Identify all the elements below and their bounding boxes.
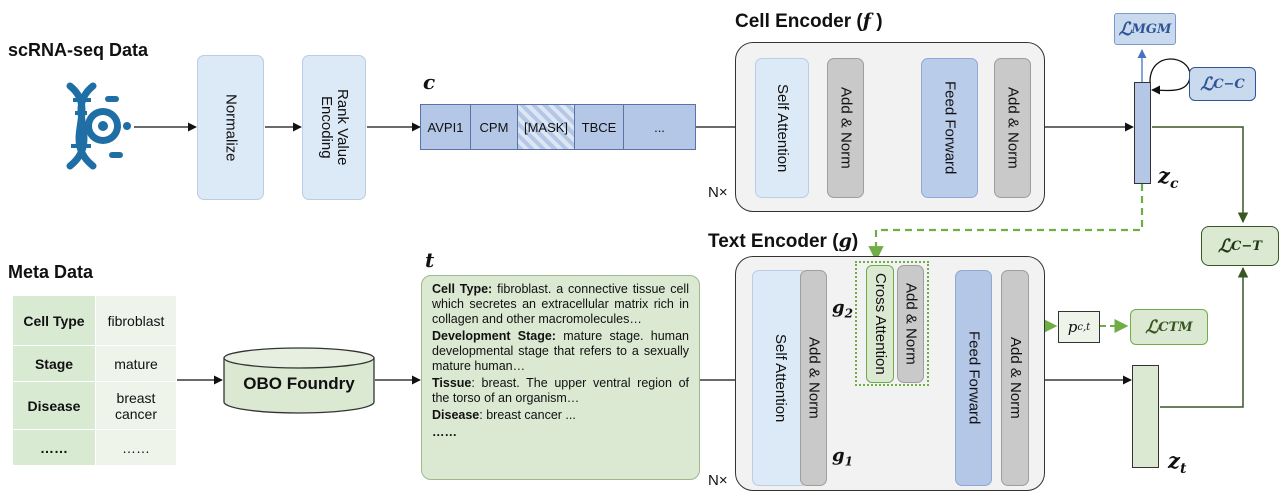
text-tissue-key: Tissue: [432, 376, 472, 390]
cell-encoder-repeat: N×: [708, 184, 728, 201]
cell-add-norm-2: Add & Norm: [994, 58, 1031, 198]
cell-encoder-title: Cell Encoder (f ): [735, 10, 883, 33]
cell-feed-forward-label: Feed Forward: [941, 81, 959, 175]
text-tissue-val: : breast. The upper ventral region of th…: [432, 376, 689, 405]
meta-val-cell-type: fibroblast: [95, 295, 177, 346]
loss-ct-symbol: ℒ: [1218, 235, 1232, 257]
cross-attention-group: [855, 261, 929, 386]
meta-table: Cell Type fibroblast Stage mature Diseas…: [12, 295, 177, 466]
text-cross-attention: Cross Attention: [866, 265, 894, 383]
text-encoder-repeat: N×: [708, 472, 728, 489]
text-add-norm-1: Add & Norm: [800, 270, 827, 486]
scrna-title: scRNA-seq Data: [8, 40, 149, 60]
loss-ctm-symbol: ℒ: [1145, 316, 1159, 338]
text-add-norm-1-label: Add & Norm: [805, 337, 823, 419]
text-description: Cell Type: fibroblast. a connective tiss…: [421, 275, 700, 480]
cell-encoder-title-end: ): [876, 11, 883, 32]
text-dev-val: mature stage. human developmental stage …: [432, 329, 689, 373]
text-label: t: [425, 248, 435, 272]
dashed-zc-to-cross: [868, 184, 1144, 262]
rank-encoding-label: Rank Value Encoding: [318, 89, 351, 166]
text-feed-forward-label: Feed Forward: [965, 331, 983, 425]
loss-ct-sub: C−T: [1231, 238, 1262, 254]
text-disease-key: Disease: [432, 408, 480, 422]
text-encoder-title-end: ): [851, 231, 859, 252]
meta-key-more: ……: [12, 429, 96, 466]
token-cpm: CPM: [471, 105, 518, 149]
normalize-label: Normalize: [222, 93, 240, 162]
text-cell-type-val: fibroblast. a connective tissue cell whi…: [432, 282, 689, 326]
text-add-norm-2-label: Add & Norm: [902, 283, 920, 365]
cell-feed-forward: Feed Forward: [921, 58, 978, 198]
cell-encoder-symbol: f: [862, 10, 871, 32]
rank-encoding-block: Rank Value Encoding: [302, 55, 366, 200]
text-add-norm-3: Add & Norm: [1001, 270, 1029, 486]
token-avpi1: AVPI1: [421, 105, 471, 149]
text-cell-type-key: Cell Type:: [432, 282, 493, 296]
token-ellipsis: ...: [624, 105, 695, 149]
token-mask: [MASK]: [518, 105, 575, 149]
cell-self-attention: Self Attention: [755, 58, 809, 198]
loss-cc-symbol: ℒ: [1200, 73, 1214, 95]
p-ct-sub: c,t: [1077, 321, 1091, 333]
cell-encoder-title-text: Cell Encoder (: [735, 11, 863, 32]
cell-self-attention-label: Self Attention: [773, 83, 791, 173]
text-self-attention: Self Attention: [752, 270, 808, 486]
meta-key-cell-type: Cell Type: [12, 295, 96, 346]
zc-embedding: [1134, 82, 1151, 184]
text-dev-key: Development Stage:: [432, 329, 556, 343]
g1-main: g: [832, 445, 845, 466]
text-ellipsis: ……: [432, 425, 457, 439]
cell-add-norm-1-label: Add & Norm: [837, 87, 855, 169]
g2-sub: 2: [844, 306, 853, 321]
meta-val-disease: breast cancer: [95, 381, 177, 430]
normalize-block: Normalize: [197, 55, 264, 200]
p-ct-main: p: [1067, 318, 1078, 336]
text-disease-val: : breast cancer ...: [479, 408, 576, 422]
zt-main: z: [1168, 448, 1180, 473]
zc-main: z: [1158, 163, 1170, 188]
dna-icon: [66, 82, 131, 170]
meta-key-stage: Stage: [12, 345, 96, 382]
cell-add-norm-1: Add & Norm: [827, 58, 864, 198]
text-add-norm-2: Add & Norm: [897, 265, 924, 383]
text-feed-forward: Feed Forward: [955, 270, 992, 486]
text-encoder-title: Text Encoder (g): [708, 230, 858, 253]
obo-foundry-database: [223, 347, 375, 414]
zt-label: zt: [1168, 448, 1186, 477]
loss-mgm-sub: MGM: [1131, 21, 1172, 37]
meta-val-more: ……: [95, 429, 177, 466]
text-self-attention-label: Self Attention: [771, 333, 789, 423]
text-cross-attention-label: Cross Attention: [871, 273, 889, 375]
zc-label: zc: [1158, 163, 1178, 192]
meta-key-disease: Disease: [12, 381, 96, 430]
g2-main: g: [832, 297, 845, 318]
g1-sub: 1: [844, 454, 853, 469]
cell-vector-label: c: [423, 70, 436, 94]
g1-label: g1: [832, 445, 853, 469]
obo-foundry-label: OBO Foundry: [243, 374, 355, 393]
zt-sub: t: [1179, 461, 1187, 478]
text-add-norm-3-label: Add & Norm: [1006, 337, 1024, 419]
loss-cc-sub: C−C: [1213, 76, 1245, 92]
loss-ctm-sub: CTM: [1158, 319, 1193, 335]
token-tbce: TBCE: [575, 105, 624, 149]
meta-val-stage: mature: [95, 345, 177, 382]
zt-embedding: [1132, 365, 1159, 468]
loop-zc-cc: [1149, 58, 1191, 95]
text-encoder-symbol: g: [838, 230, 852, 252]
text-encoder-title-text: Text Encoder (: [708, 231, 839, 252]
token-sequence: AVPI1 CPM [MASK] TBCE ...: [420, 104, 696, 150]
g2-label: g2: [832, 297, 853, 321]
meta-title: Meta Data: [8, 262, 94, 282]
loss-mgm-symbol: ℒ: [1118, 18, 1132, 40]
zc-sub: c: [1169, 176, 1179, 193]
cell-add-norm-2-label: Add & Norm: [1004, 87, 1022, 169]
